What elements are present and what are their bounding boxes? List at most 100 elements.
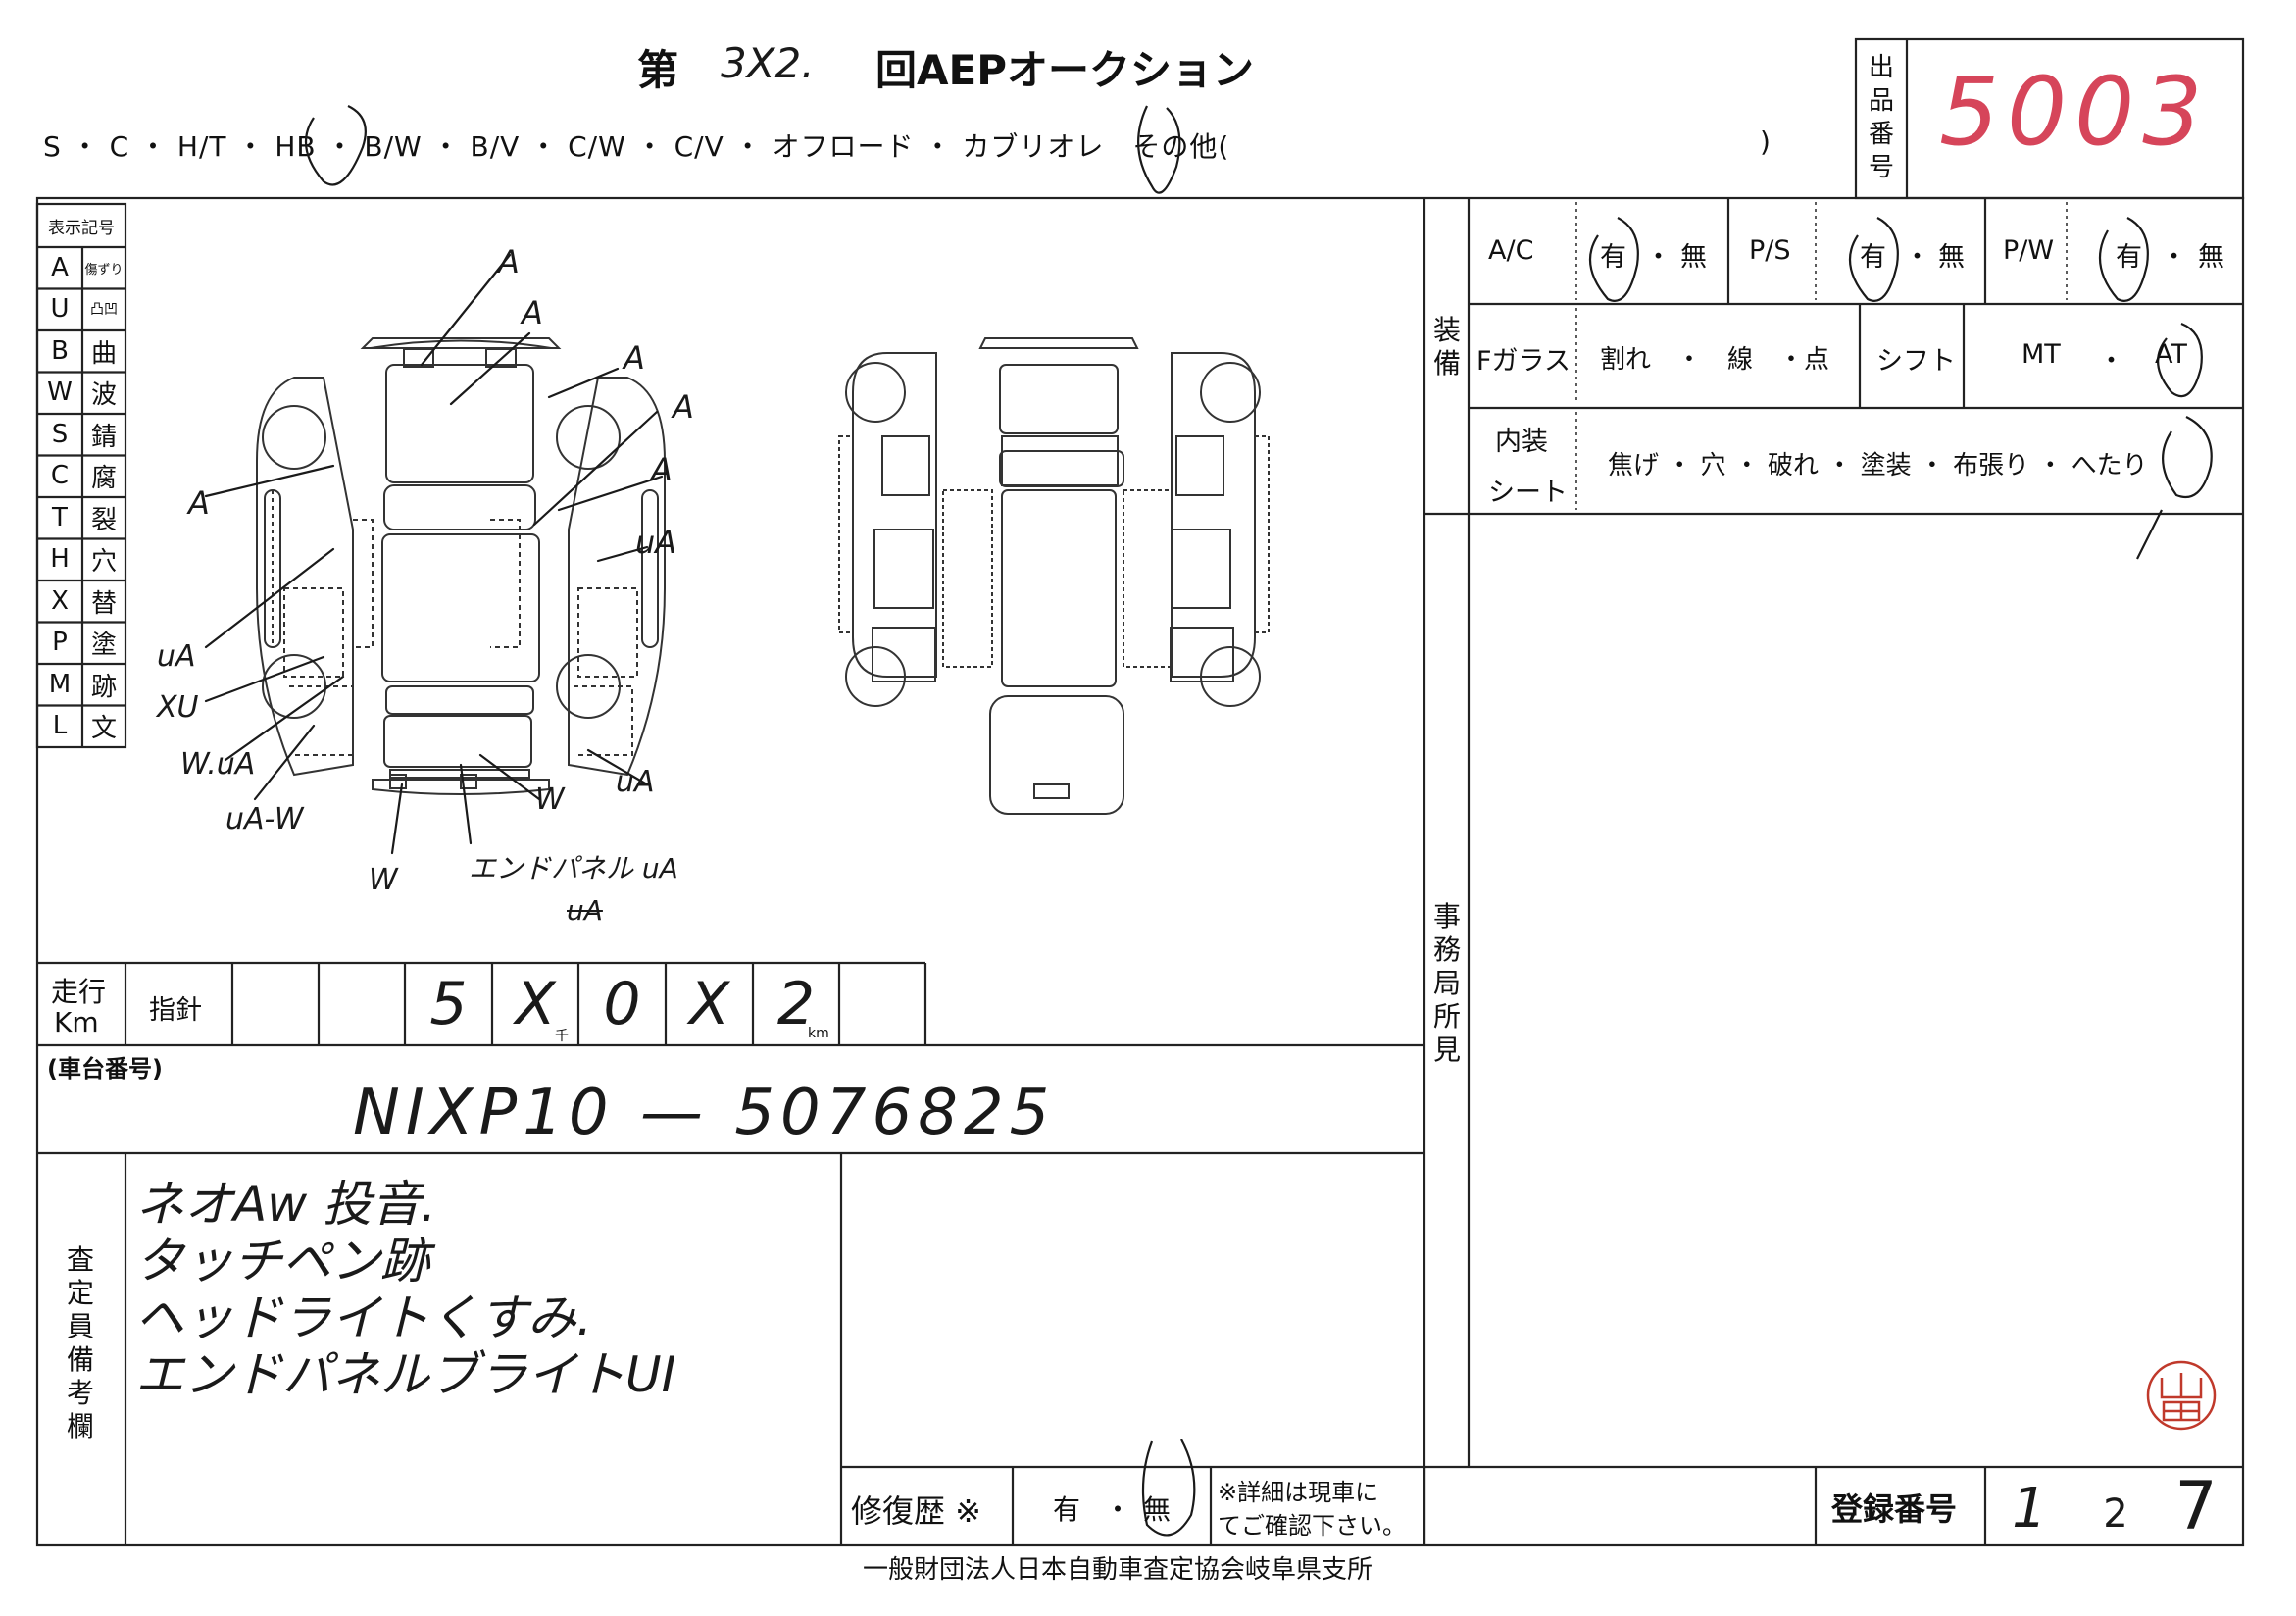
ac-label: A/C [1488, 235, 1534, 266]
damage-mark: A [624, 339, 645, 377]
repair-note: てご確認下さい。 [1218, 1512, 1406, 1540]
repair-note: ※詳細は現車に [1218, 1479, 1379, 1506]
damage-mark: エンドパネル uA [469, 852, 678, 884]
lot-number-label: 出 品 番 号 [1861, 51, 1902, 184]
office-label-char: 務 [1432, 934, 1461, 966]
equipment-label-char: 装 [1432, 314, 1461, 346]
pw-option-yes: 有 [2116, 242, 2142, 273]
legend-code: T [52, 503, 68, 532]
legend-meaning: 錆 [90, 422, 117, 452]
footer-organization: 一般財団法人日本自動車査定協会岐阜県支所 [863, 1555, 1373, 1585]
legend-meaning: 曲 [90, 338, 117, 369]
equipment-section-label: 装 備 [1427, 314, 1467, 380]
title-suffix: 回AEPオークション [875, 46, 1254, 94]
legend-code: X [51, 586, 69, 616]
ac-separator: ・ [1645, 242, 1672, 273]
repair-separator: ・ [1104, 1493, 1132, 1526]
odometer-digit: 2 [776, 970, 816, 1038]
equipment-label-char: 備 [1432, 347, 1461, 379]
interior-options: 焦げ ・ 穴 ・ 破れ ・ 塗装 ・ 布張り ・ へたり [1608, 451, 2148, 480]
legend-code: C [50, 461, 70, 490]
chassis-label: (車台番号) [47, 1055, 163, 1083]
pw-label: P/W [2003, 235, 2055, 266]
damage-mark: uA [616, 765, 655, 799]
damage-mark: A [673, 388, 694, 426]
legend-code: M [48, 670, 72, 699]
damage-mark: uA [635, 524, 677, 561]
legend-code: U [50, 294, 70, 324]
lot-label-char: 号 [1868, 153, 1894, 182]
mileage-label: 走行 [51, 976, 107, 1008]
ps-separator: ・ [1904, 242, 1930, 273]
office-label-char: 見 [1432, 1034, 1461, 1066]
legend-meaning: 裂 [90, 505, 117, 535]
body-type-close: ) [1760, 126, 1771, 158]
legend-code: P [52, 628, 68, 657]
seat-label: シート [1488, 478, 1568, 508]
legend-code: B [51, 336, 69, 366]
interior-label: 内装 [1495, 427, 1548, 457]
car-exterior-diagram [256, 337, 666, 795]
legend-meaning: 文 [90, 713, 117, 743]
title-prefix: 第 [637, 46, 679, 94]
auction-number: 3X2. [721, 39, 815, 87]
fglass-options: 割れ ・ 線 ・点 [1600, 345, 1830, 375]
registration-digit: 7 [2174, 1467, 2218, 1545]
legend-code: L [52, 711, 68, 740]
ps-option-no: 無 [1938, 242, 1965, 273]
pointer-label: 指針 [149, 995, 202, 1026]
shift-option-at: AT [2155, 339, 2187, 370]
odometer-digit: 0 [603, 970, 641, 1038]
damage-mark: A [522, 294, 543, 331]
office-label-char: 事 [1432, 900, 1461, 933]
note-line: タッチペン跡 [135, 1233, 429, 1289]
damage-mark: W.uA [180, 747, 256, 782]
office-opinion-label: 事 務 局 所 見 [1427, 900, 1467, 1067]
registration-digit: 2 [2103, 1491, 2128, 1537]
shift-option-mt: MT [2021, 339, 2061, 370]
office-label-char: 所 [1432, 1000, 1461, 1033]
body-type-options: S ・ C ・ H/T ・ HB ・ B/W ・ B/V ・ C/W ・ C/V… [43, 130, 1230, 163]
note-line: ヘッドライトくすみ. [135, 1289, 592, 1346]
seal-stamp [2146, 1360, 2217, 1431]
legend-meaning: 塗 [90, 630, 117, 660]
lot-label-char: 出 [1868, 53, 1894, 82]
notes-label-char: 考 [66, 1377, 94, 1409]
registration-label: 登録番号 [1831, 1490, 1958, 1528]
fglass-label: Fガラス [1476, 346, 1571, 377]
legend-meaning: 跡 [90, 672, 117, 702]
legend-code: W [47, 378, 73, 407]
shift-label: シフト [1876, 346, 1956, 377]
odometer-thousand-unit: 千 [555, 1029, 569, 1044]
office-label-char: 局 [1432, 967, 1461, 999]
legend-code: S [51, 420, 69, 449]
odometer-digit: X [515, 970, 556, 1038]
car-interior-diagram [838, 337, 1270, 815]
damage-mark: A [651, 451, 673, 488]
legend-code: A [51, 253, 69, 282]
odometer-km-unit: km [808, 1026, 829, 1041]
repair-option-yes: 有 [1053, 1493, 1081, 1526]
odometer-digit: X [688, 970, 730, 1038]
lot-number: 5003 [1939, 57, 2211, 167]
damage-mark: W [369, 863, 398, 897]
note-line: エンドパネルブライトUI [135, 1346, 676, 1403]
ps-option-yes: 有 [1860, 242, 1886, 273]
odometer-digit [319, 963, 405, 1045]
odometer-digit [839, 963, 925, 1045]
ac-option-yes: 有 [1600, 242, 1626, 273]
notes-label-char: 定 [66, 1277, 94, 1309]
shift-separator: ・ [2098, 346, 2124, 377]
legend-meaning: 腐 [90, 463, 117, 493]
notes-label-char: 欄 [66, 1410, 94, 1442]
lot-label-char: 番 [1868, 120, 1894, 149]
note-line: ネオAw 投音. [135, 1176, 436, 1233]
legend-meaning: 波 [90, 379, 117, 410]
legend-code: H [50, 544, 70, 574]
damage-mark: A [188, 484, 210, 522]
notes-label-char: 員 [66, 1310, 94, 1342]
damage-mark: uA-W [225, 802, 304, 836]
odometer-digit [232, 963, 319, 1045]
